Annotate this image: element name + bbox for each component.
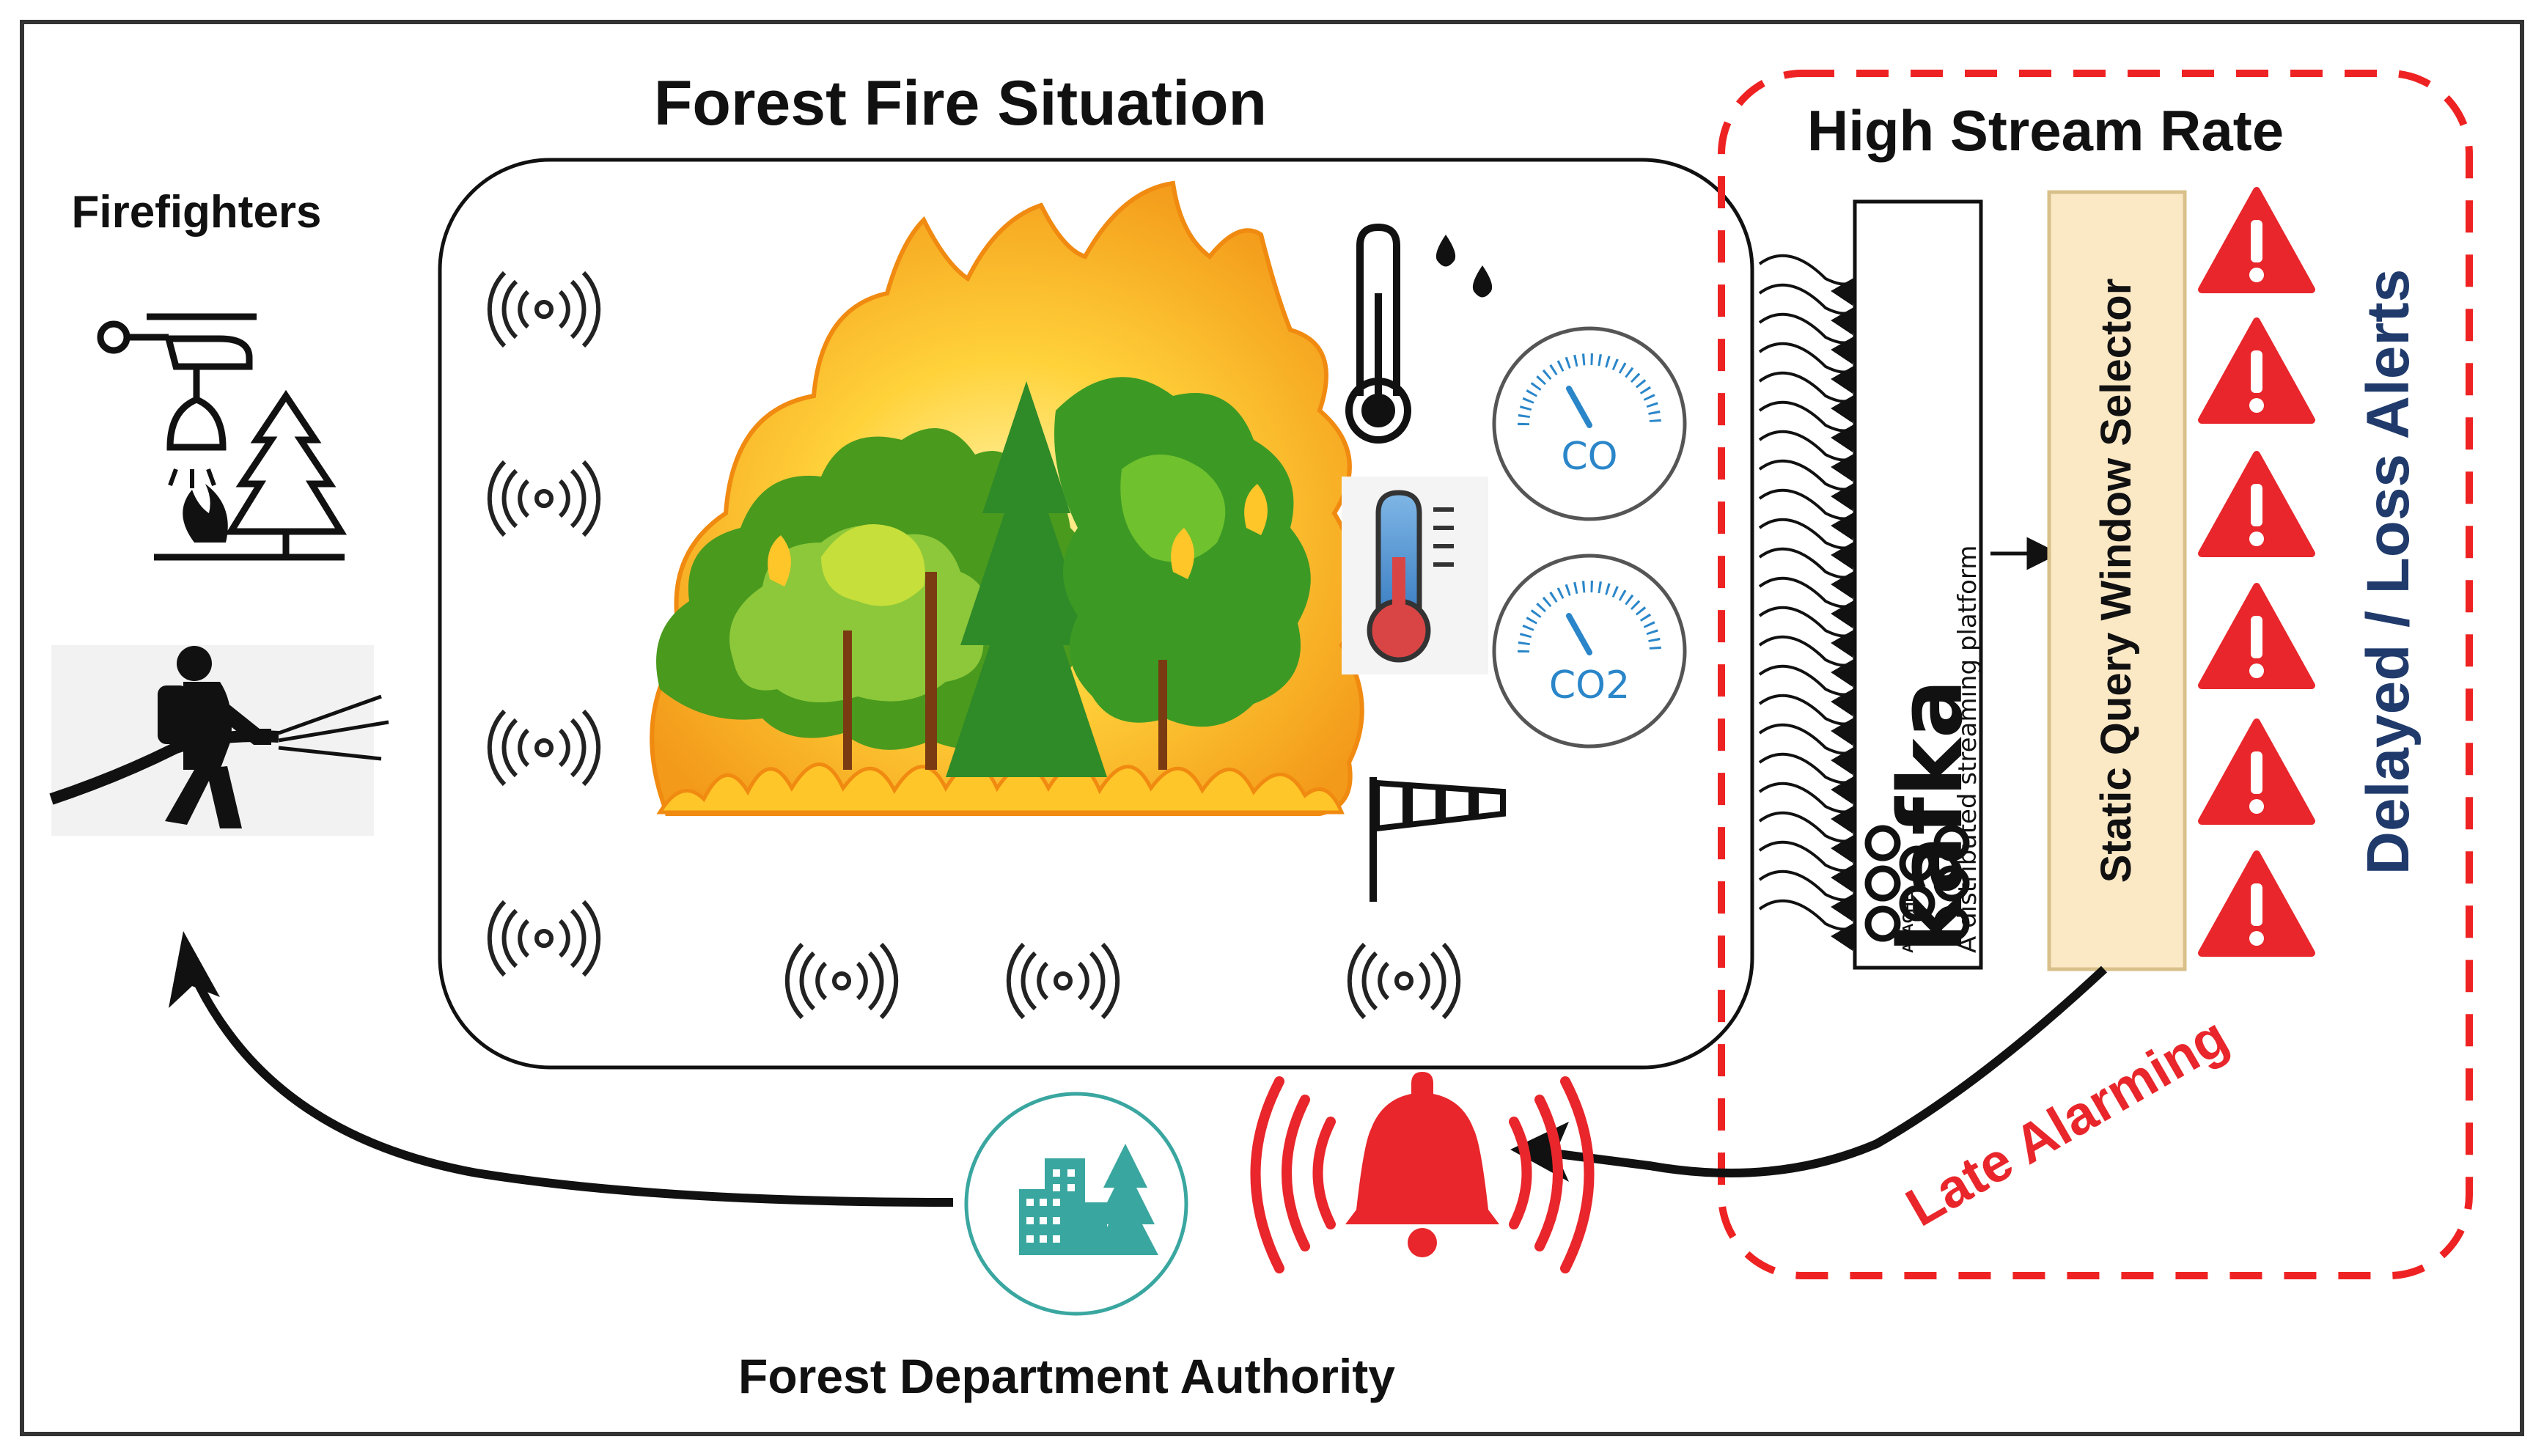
co-label: CO [1561, 435, 1617, 479]
co2-gauge-icon: CO2 [1492, 554, 1687, 749]
warning-icon [2198, 583, 2315, 689]
warning-icon [2198, 187, 2315, 293]
alarm-bell-icon [1250, 1072, 1595, 1273]
helicopter-icon [97, 313, 257, 488]
thermometer-color-icon [1367, 490, 1454, 663]
co2-label: CO2 [1549, 663, 1630, 707]
warning-icon [2198, 317, 2315, 424]
outer-frame [20, 20, 2524, 1436]
firefighter-icon [49, 646, 389, 828]
wireless-sensor-icon [1347, 942, 1461, 1020]
firefighters-label: Firefighters [71, 187, 321, 238]
authority-to-firefighters-arrowhead [169, 931, 220, 1008]
diagram-title: Forest Fire Situation [654, 68, 1267, 139]
thermometer-icon [1345, 223, 1411, 444]
kafka-tagline: A distributed streaming platform [1953, 545, 1982, 953]
authority-building-icon [964, 1092, 1188, 1316]
delayed-loss-alerts-label: Delayed / Loss Alerts [2355, 269, 2422, 875]
humidity-icon [1435, 235, 1493, 298]
wireless-sensor-icon [784, 942, 899, 1020]
forest-situation-panel [438, 158, 1754, 1070]
wireless-sensor-icon [487, 900, 601, 977]
authority-label: Forest Department Authority [738, 1349, 1395, 1403]
warning-icons [2198, 187, 2315, 957]
wireless-sensor-icon [487, 709, 601, 787]
stream-arrows [1758, 254, 1856, 951]
forest-fire-illustration [650, 180, 1364, 816]
stream-title: High Stream Rate [1807, 98, 2284, 163]
wireless-sensor-icon [1006, 942, 1120, 1020]
authority-to-firefighters-arrow [190, 973, 954, 1207]
warning-icon [2198, 451, 2315, 557]
late-alarming-label: Late Alarming [1896, 1005, 2238, 1238]
small-fire-icon [183, 484, 228, 543]
kafka-logo: APACHE kafka A distributed streaming pla… [1853, 199, 1983, 970]
tree-icon [154, 389, 348, 561]
wireless-sensors [487, 271, 1461, 1020]
wireless-sensor-icon [487, 271, 601, 348]
wireless-sensor-icon [487, 460, 601, 537]
window-selector-label: Static Query Window Selector [2092, 279, 2140, 883]
warning-icon [2198, 850, 2315, 957]
window-selector-box [2047, 190, 2187, 971]
stream-region [1718, 70, 2473, 1279]
co-gauge-icon: CO [1492, 326, 1687, 521]
windsock-icon [1370, 777, 1506, 902]
warning-icon [2198, 718, 2315, 825]
selector-to-bell-arrow [1546, 966, 2108, 1177]
